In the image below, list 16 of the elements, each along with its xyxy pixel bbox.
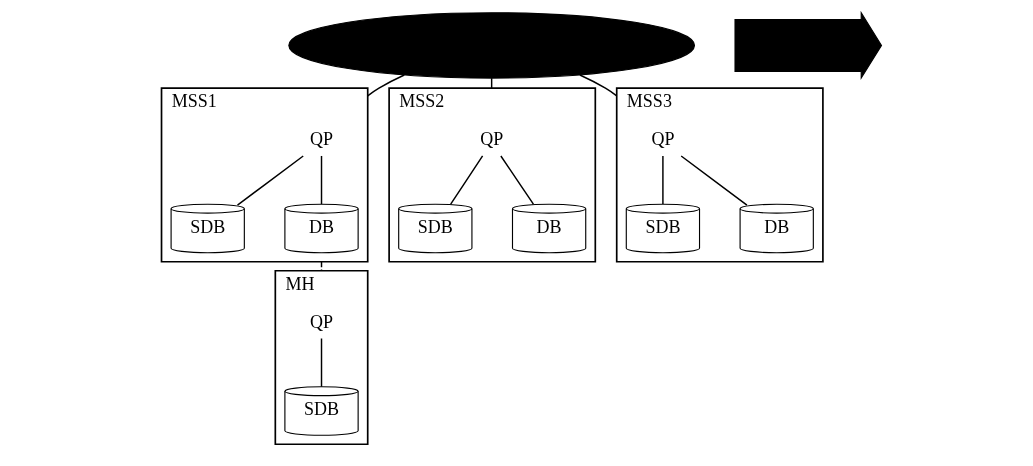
node-ellipse <box>287 12 695 79</box>
node-text: QP <box>650 129 674 150</box>
connector <box>578 74 617 97</box>
connector <box>320 337 322 388</box>
connector <box>320 261 322 272</box>
node-text: QP <box>309 129 333 150</box>
connector <box>366 74 405 97</box>
node-text: QP <box>309 311 333 332</box>
connector <box>449 155 483 205</box>
node-text: QP <box>479 129 503 150</box>
node-arrow <box>733 10 882 81</box>
connector <box>679 155 748 206</box>
connector <box>320 155 322 205</box>
connector <box>236 155 304 206</box>
connector <box>499 155 534 205</box>
connector <box>661 155 664 205</box>
